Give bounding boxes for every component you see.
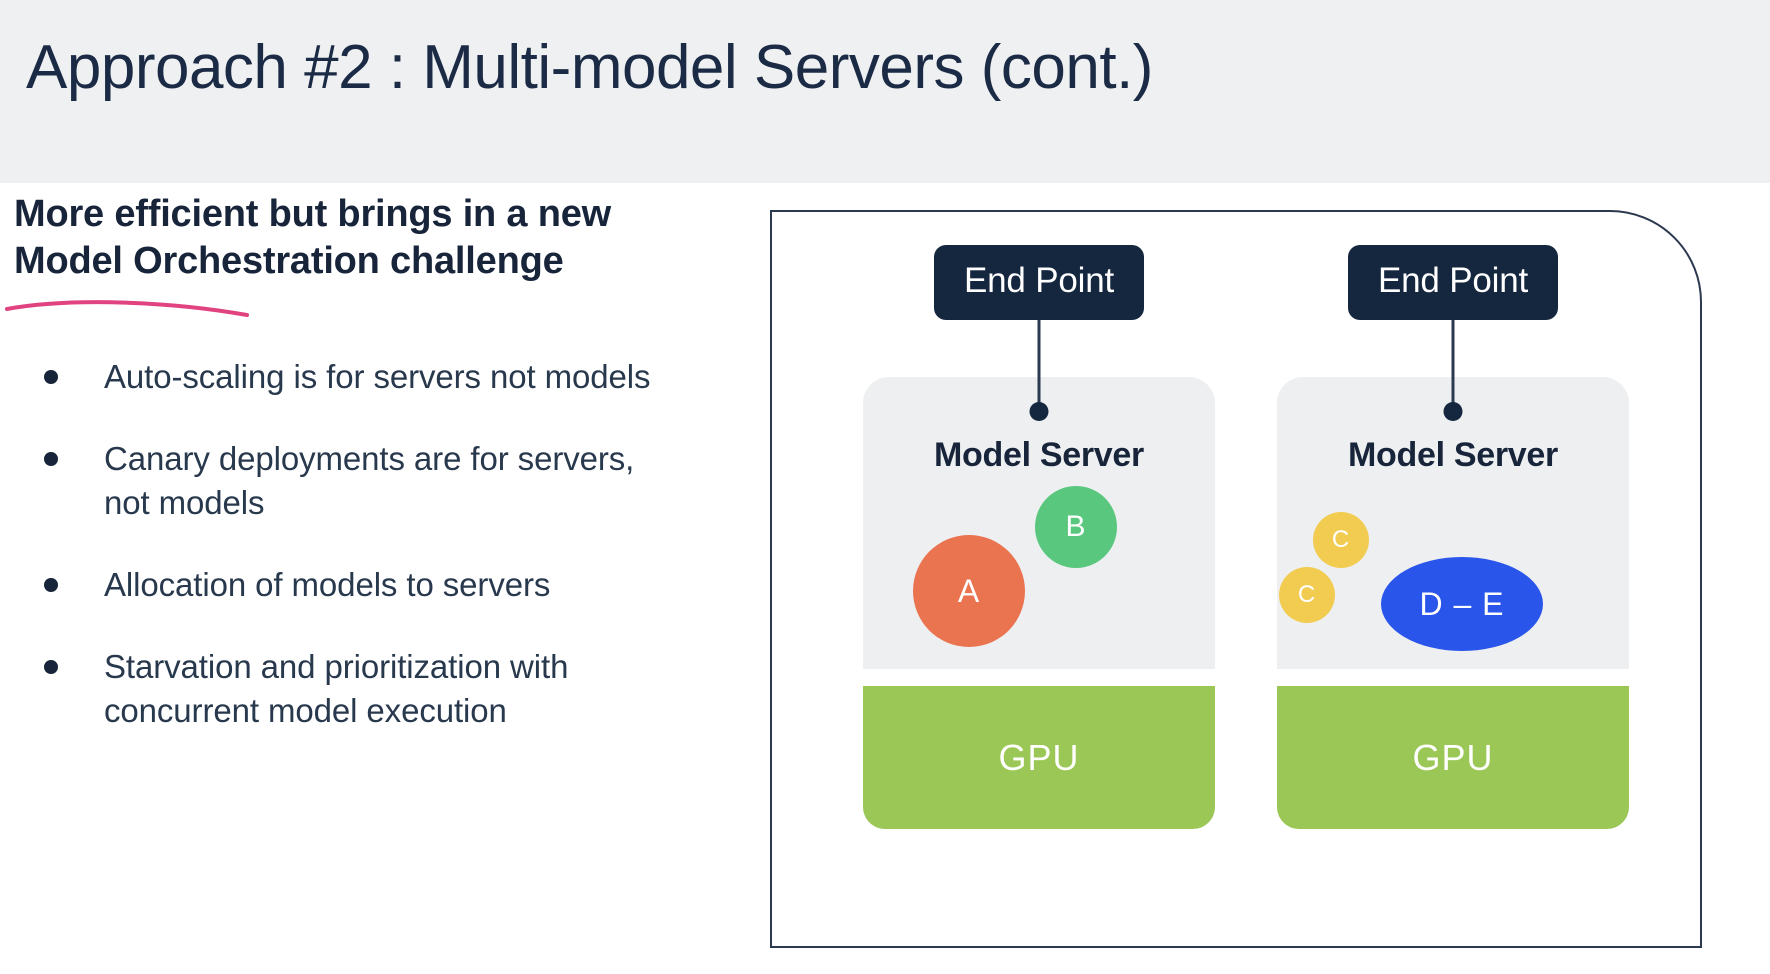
bullet-dot-icon xyxy=(44,578,58,592)
gpu-label: GPU xyxy=(998,736,1080,778)
bullet-dot-icon xyxy=(44,452,58,466)
list-item: Allocation of models to servers xyxy=(20,563,680,607)
bullet-list: Auto-scaling is for servers not models C… xyxy=(20,355,680,771)
lead-heading: More efficient but brings in a new Model… xyxy=(14,193,612,282)
connector-endpoint-dot-icon xyxy=(1029,402,1049,421)
model-blob: D – E xyxy=(1381,557,1543,651)
bullet-dot-icon xyxy=(44,660,58,674)
list-item: Canary deployments are for servers, not … xyxy=(20,437,680,525)
endpoint-badge: End Point xyxy=(1348,245,1558,320)
list-item: Auto-scaling is for servers not models xyxy=(20,355,680,399)
bullet-text: Auto-scaling is for servers not models xyxy=(104,358,651,395)
gpu-box: GPU xyxy=(863,686,1215,829)
connector-endpoint-dot-icon xyxy=(1443,402,1463,421)
endpoint-badge: End Point xyxy=(934,245,1144,320)
model-blob: C xyxy=(1313,512,1369,568)
model-server-label: Model Server xyxy=(1348,436,1558,474)
page-title: Approach #2 : Multi-model Servers (cont.… xyxy=(26,33,1153,102)
bullet-text: Allocation of models to servers xyxy=(104,566,551,603)
endpoint-connector-line xyxy=(1037,317,1041,411)
bullet-text: Canary deployments are for servers, not … xyxy=(104,440,635,521)
endpoint-connector-line xyxy=(1451,317,1455,411)
left-content-column: More efficient but brings in a new Model… xyxy=(0,183,700,974)
bullet-dot-icon xyxy=(44,370,58,384)
header-band xyxy=(0,0,1770,183)
model-blob: A xyxy=(913,535,1025,647)
list-item: Starvation and prioritization with concu… xyxy=(20,645,680,733)
gpu-label: GPU xyxy=(1412,736,1494,778)
gpu-box: GPU xyxy=(1277,686,1629,829)
model-blob: C xyxy=(1279,567,1335,623)
model-server-label: Model Server xyxy=(934,436,1144,474)
bullet-text: Starvation and prioritization with concu… xyxy=(104,648,569,729)
model-blob: B xyxy=(1035,486,1117,568)
underline-swish-decoration xyxy=(5,300,249,317)
